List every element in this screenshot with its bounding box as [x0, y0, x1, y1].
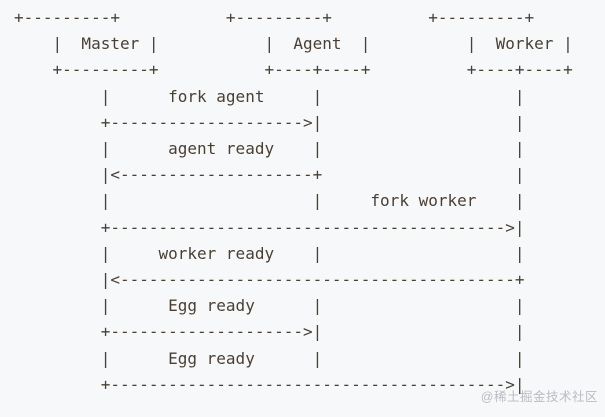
ascii-sequence-diagram: +---------+ +---------+ +---------+ | Ma… [14, 8, 573, 394]
watermark-text: @稀土掘金技术社区 [480, 390, 598, 404]
